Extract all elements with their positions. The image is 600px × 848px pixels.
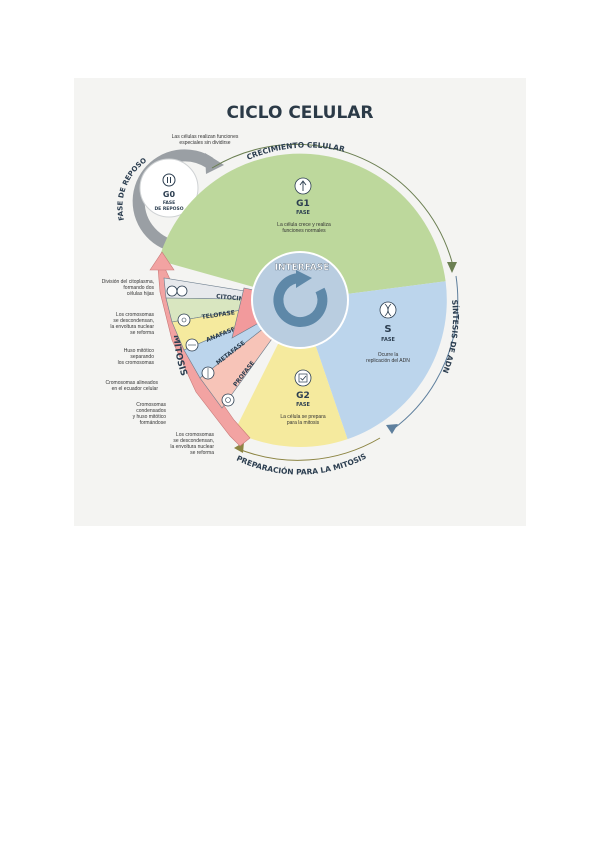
cell-icon-metafase	[202, 367, 214, 379]
g2-name: G2	[296, 391, 310, 401]
g0-arrow-head	[205, 153, 224, 174]
g0-note: Las células realizan funciones especiale…	[150, 134, 260, 146]
g1-fase: FASE	[296, 210, 310, 216]
g0-sub: DE REPOSO	[154, 206, 183, 212]
side-note-metafase: Cromosomas alineados en el ecuador celul…	[78, 380, 158, 392]
g0-name: G0	[163, 190, 176, 199]
s-fase: FASE	[381, 337, 395, 343]
cell-icon-telofase	[178, 314, 190, 326]
cell-icon-profase	[222, 394, 234, 406]
g1-arrow-head	[447, 262, 457, 273]
g1-name: G1	[296, 199, 310, 209]
s-description: Ocurre la replicación del ADN	[356, 352, 420, 364]
side-note-reforma: Los cromosomas se descondensan, la envol…	[134, 432, 214, 456]
side-note-anafase: Huso mitótico separando los cromosomas	[82, 348, 154, 366]
checklist-icon	[295, 370, 311, 386]
s-arrow-head	[386, 424, 398, 434]
interfase-label: INTERFASE	[275, 263, 330, 273]
g0-fase: FASE	[163, 200, 175, 206]
arc-label-preparacion: PREPARACIÓN PARA LA MITOSIS	[235, 452, 368, 477]
side-note-telofase: Los cromosomas se descondensan, la envol…	[82, 312, 154, 336]
diagram-title: CICLO CELULAR	[226, 103, 373, 123]
side-note-profase: Cromosomas condensados y huso mitótico f…	[84, 402, 166, 426]
cell-icon-anafase	[186, 339, 198, 351]
g2-fase: FASE	[296, 402, 310, 408]
g2-description: La célula se prepara para la mitosis	[266, 414, 340, 426]
side-note-citocinesis: División del citoplasma, formando dos cé…	[82, 279, 154, 297]
g1-description: La célula crece y realiza funciones norm…	[268, 222, 340, 234]
s-name: S	[384, 324, 391, 335]
